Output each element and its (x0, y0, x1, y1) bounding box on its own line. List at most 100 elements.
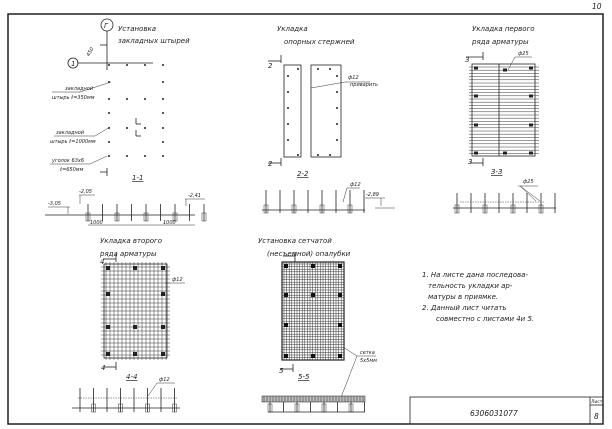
svg-text:штырь ℓ=350мм: штырь ℓ=350мм (52, 95, 95, 101)
post-base (145, 403, 150, 413)
svg-text:ℓ=650мм: ℓ=650мм (59, 167, 84, 173)
svg-text:-2,89: -2,89 (366, 192, 379, 198)
post-base (172, 212, 178, 222)
svg-text:ф25: ф25 (518, 51, 529, 57)
svg-text:3: 3 (468, 158, 472, 166)
rebar-mark (311, 354, 315, 358)
svg-text:-2,41: -2,41 (188, 193, 201, 199)
rebar-mark (133, 266, 137, 270)
rebar-dot (108, 141, 110, 143)
cut-label-2-2: 2-2 (297, 170, 309, 178)
section-5-elevation (261, 395, 366, 413)
rebar-mark (161, 352, 165, 356)
rebar-mark (529, 123, 533, 127)
rebar-mark (338, 293, 342, 297)
note-line: совместно с листами 4и 5. (436, 315, 534, 323)
rebar-dot (162, 64, 164, 66)
svg-text:штырь ℓ=1000мм: штырь ℓ=1000мм (50, 139, 96, 145)
cut-label-3-3: 3-3 (491, 168, 502, 176)
rebar-dot (317, 68, 319, 70)
post-base (538, 204, 544, 214)
svg-text:ф12: ф12 (348, 75, 359, 81)
svg-text:4: 4 (101, 364, 105, 372)
svg-text:1000: 1000 (163, 220, 176, 226)
notes: 1. На листе дана последова- тельность ук… (422, 271, 534, 323)
rebar-dot (126, 64, 128, 66)
rebar-mark (529, 94, 533, 98)
svg-text:ф25: ф25 (523, 179, 534, 185)
svg-text:450: 450 (86, 46, 96, 57)
note-line: 1. На листе дана последова- (422, 271, 528, 279)
rebar-dot (108, 112, 110, 114)
post-base (347, 204, 353, 214)
post-base (454, 204, 460, 214)
svg-text:(несъемной) опалубки: (несъемной) опалубки (267, 250, 351, 258)
rebar-mark (338, 354, 342, 358)
rebar-mark (503, 68, 507, 72)
rebar-dot (336, 107, 338, 109)
rebar-mark (311, 264, 315, 268)
section-2-title: Укладка (277, 25, 308, 33)
rebar-dot (144, 155, 146, 157)
svg-text:ф12: ф12 (159, 377, 170, 383)
svg-text:закладной: закладной (65, 86, 94, 92)
rebar-dot (336, 123, 338, 125)
rebar-mark (311, 293, 315, 297)
page-number: 10 (592, 2, 602, 11)
section-1-plan: Г Установка закладных штырей 1 450 закла… (50, 18, 190, 182)
rebar-dot (162, 155, 164, 157)
section-1-elevation: -2,05 -3,05 -2,41 1000 1000 (45, 189, 207, 226)
svg-text:5х5мм: 5х5мм (360, 358, 377, 364)
rebar-mark (529, 151, 533, 155)
section-2-elevation: ф12 -2,89 (262, 182, 395, 214)
rebar-mark (529, 66, 533, 70)
note-line: тельность укладки ар- (428, 282, 513, 290)
rebar-dot (144, 64, 146, 66)
rebar-dot (108, 64, 110, 66)
section-4-title: Укладка второго (100, 237, 162, 245)
rebar-mark (284, 264, 288, 268)
document-code: 6306031077 (470, 409, 518, 418)
rebar-dot (126, 127, 128, 129)
svg-text:2: 2 (268, 62, 273, 70)
svg-text:1: 1 (71, 60, 75, 68)
svg-text:закладных штырей: закладных штырей (118, 37, 190, 45)
section-1-title: Установка (118, 25, 156, 33)
rebar-dot (162, 112, 164, 114)
rebar-dot (162, 127, 164, 129)
svg-text:сетка: сетка (360, 350, 375, 356)
rebar-dot (162, 98, 164, 100)
rebar-dot (336, 139, 338, 141)
svg-text:ряда арматуры: ряда арматуры (471, 38, 529, 46)
rebar-dot (297, 154, 299, 156)
rebar-dot (287, 139, 289, 141)
rebar-dot (317, 154, 319, 156)
section-4-plan: Укладка второго ряда арматуры 4 ф12 4 4-… (99, 237, 185, 381)
post-base (201, 212, 207, 222)
rebar-dot (144, 127, 146, 129)
rebar-mark (133, 325, 137, 329)
svg-text:ф12: ф12 (350, 182, 361, 188)
section-5-title: Установка сетчатой (258, 237, 332, 245)
section-5-plan: Установка сетчатой (несъемной) опалубки … (258, 237, 377, 401)
svg-text:приварить: приварить (350, 82, 378, 88)
post-base (319, 204, 325, 214)
svg-text:уголок 63х6: уголок 63х6 (51, 158, 84, 164)
section-2-plan: Укладка опорных стержней 2 ф12 приварить… (268, 25, 378, 178)
cut-label-1-1: 1-1 (132, 174, 143, 182)
rebar-dot (162, 141, 164, 143)
rebar-dot (287, 75, 289, 77)
svg-text:ряда арматуры: ряда арматуры (99, 250, 157, 258)
sheet-label: Лист (591, 399, 603, 405)
svg-text:3: 3 (465, 56, 469, 64)
rebar-mark (161, 325, 165, 329)
rebar-dot (287, 107, 289, 109)
title-block: Лист 8 6306031077 (409, 396, 604, 425)
svg-text:закладной: закладной (56, 130, 85, 136)
post-base (482, 204, 488, 214)
post-base (291, 204, 297, 214)
rebar-mark (503, 151, 507, 155)
section-3-elevation: ф25 (453, 179, 556, 214)
post-base (348, 403, 354, 413)
cut-label-5-5: 5-5 (298, 373, 310, 381)
